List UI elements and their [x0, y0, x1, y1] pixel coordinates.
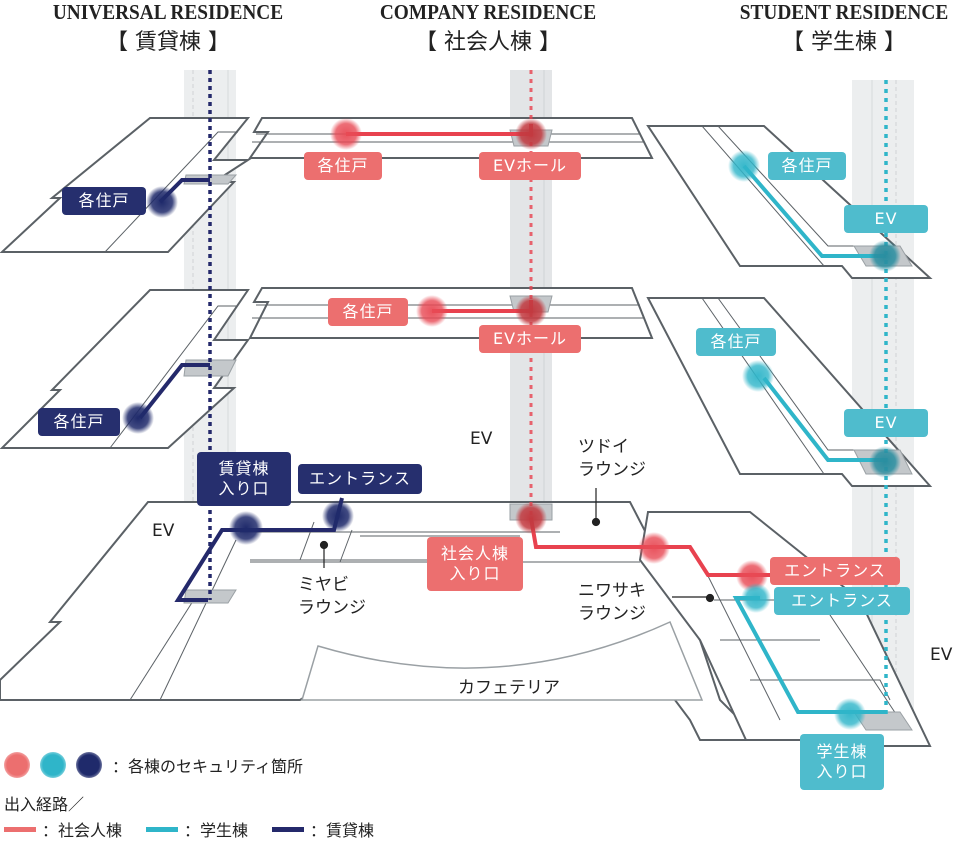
- label-ev-universal: EV: [152, 521, 175, 541]
- route-company-ground: [529, 517, 770, 577]
- legend: ：各棟のセキュリティ箇所 出入経路／ ：社会人棟 ：学生棟 ：賃貸棟: [4, 752, 374, 842]
- header-company-en: COMPANY RESIDENCE: [379, 0, 597, 24]
- security-point-student: [869, 446, 901, 478]
- security-point-universal: [229, 511, 263, 545]
- tag-student-unit-middle: 各住戸: [696, 328, 776, 356]
- student-floor-upper: [646, 125, 933, 279]
- label-tsudoi-lounge: ツドイ ラウンジ: [578, 437, 646, 480]
- legend-dot-student-icon: [40, 752, 66, 778]
- label-miyabi-lounge: ミヤビ ラウンジ: [298, 575, 366, 618]
- tag-company-ev-hall-upper: EVホール: [479, 152, 581, 180]
- security-point-student: [741, 583, 771, 613]
- tag-universal-unit-upper: 各住戸: [62, 187, 146, 215]
- tag-company-entrance-gate: 社会人棟 入り口: [427, 537, 523, 591]
- security-point-company: [330, 118, 362, 150]
- security-point-universal: [122, 402, 154, 434]
- security-point-student: [834, 698, 866, 730]
- security-point-student: [728, 150, 760, 182]
- legend-route-universal-label: ：賃貸棟: [310, 821, 375, 840]
- label-cafeteria: カフェテリア: [458, 678, 560, 698]
- header-company: COMPANY RESIDENCE 【 社会人棟 】: [328, 0, 648, 58]
- security-point-company: [638, 532, 670, 564]
- tag-universal-entrance: エントランス: [298, 464, 422, 494]
- tag-company-unit-upper: 各住戸: [304, 152, 382, 180]
- security-point-company: [515, 502, 547, 534]
- header-company-jp: 【 社会人棟 】: [415, 30, 561, 55]
- label-ev-company: EV: [470, 429, 493, 449]
- route-universal-middle: [138, 363, 210, 420]
- legend-security-label: ：各棟のセキュリティ箇所: [112, 757, 304, 776]
- security-point-universal: [146, 186, 178, 218]
- tag-student-entrance-gate: 学生棟 入り口: [800, 734, 884, 790]
- route-student-upper: [742, 164, 886, 258]
- legend-line-universal-icon: [272, 826, 305, 832]
- header-universal-en: UNIVERSAL RESIDENCE: [52, 0, 284, 24]
- header-universal-jp: 【 賃貸棟 】: [106, 30, 230, 55]
- security-point-student: [742, 360, 774, 392]
- legend-routes-title: 出入経路／: [4, 795, 85, 814]
- tag-company-entrance: エントランス: [770, 557, 900, 585]
- tag-student-ev-middle: EV: [844, 409, 928, 437]
- legend-routes-row: ：社会人棟 ：学生棟 ：賃貸棟: [4, 816, 374, 842]
- ev-shaft-student: [852, 80, 914, 730]
- security-point-company: [515, 118, 547, 150]
- header-student: STUDENT RESIDENCE 【 学生棟 】: [684, 0, 970, 58]
- legend-route-student-label: ：学生棟: [184, 821, 249, 840]
- legend-line-student-icon: [146, 826, 179, 832]
- tag-student-entrance: エントランス: [774, 587, 910, 615]
- security-point-company: [416, 295, 448, 327]
- tag-universal-entrance-gate: 賃貸棟 入り口: [197, 452, 291, 506]
- tag-company-ev-hall-middle: EVホール: [479, 325, 581, 353]
- legend-dot-company-icon: [4, 752, 30, 778]
- header-student-en: STUDENT RESIDENCE: [739, 0, 949, 24]
- cafeteria-shape: [300, 620, 704, 701]
- legend-dot-universal-icon: [76, 752, 102, 778]
- security-point-student: [869, 240, 901, 272]
- universal-floor-upper: [0, 117, 252, 253]
- legend-line-company-icon: [4, 826, 36, 832]
- label-niwasaki-lounge: ニワサキ ラウンジ: [578, 581, 646, 624]
- tag-student-unit-upper: 各住戸: [768, 152, 846, 180]
- label-ev-student: EV: [930, 645, 953, 665]
- tag-universal-unit-middle: 各住戸: [38, 408, 120, 436]
- legend-route-company-label: ：社会人棟: [42, 821, 123, 840]
- security-point-universal: [322, 500, 354, 532]
- header-student-jp: 【 学生棟 】: [782, 30, 906, 55]
- header-universal: UNIVERSAL RESIDENCE 【 賃貸棟 】: [8, 0, 328, 58]
- security-point-company: [515, 295, 547, 327]
- legend-security-row: ：各棟のセキュリティ箇所: [4, 752, 374, 778]
- tag-student-ev-upper: EV: [844, 205, 928, 233]
- route-student-middle: [762, 376, 886, 462]
- tag-company-unit-middle: 各住戸: [328, 298, 408, 326]
